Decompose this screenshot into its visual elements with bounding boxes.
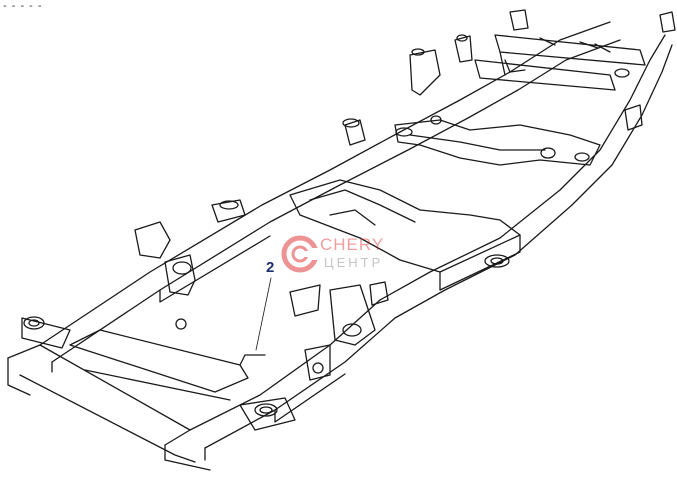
front-crossmember — [69, 329, 266, 401]
corner-label: - - - - - — [3, 0, 43, 12]
watermark-sub-text: ЦЕНТР — [324, 255, 384, 270]
center-crossmember — [289, 179, 521, 291]
right-side-rail — [189, 34, 673, 461]
watermark-brand-text: CHERY — [320, 235, 385, 254]
mid-crossmember — [342, 115, 601, 166]
left-side-rail — [39, 21, 621, 373]
watermark: CHERY ЦЕНТР — [280, 234, 420, 274]
rear-crossmembers — [409, 9, 676, 131]
callout-number: 2 — [266, 259, 275, 276]
watermark-logo-icon — [281, 235, 320, 273]
callout-leader-line — [255, 277, 272, 351]
engine-mount-area — [134, 199, 389, 381]
front-bumper-crossmember — [7, 316, 296, 471]
